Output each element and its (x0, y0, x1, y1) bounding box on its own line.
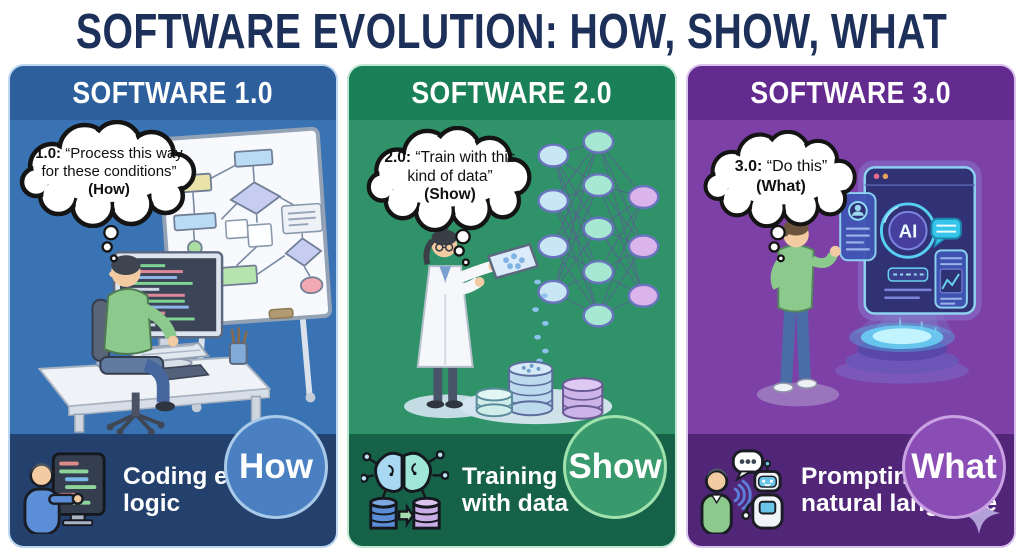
glowing-pedestal (835, 322, 969, 384)
hologram-chat-bubble (930, 217, 962, 249)
keyword-circle-what: What (902, 415, 1006, 519)
thought-trail (453, 228, 471, 267)
sound-waves (733, 479, 752, 511)
cloud-shape (366, 126, 532, 232)
thought-bubble-3-text: 3.0: “Do this” (What) (734, 158, 828, 195)
hologram-side-panel (934, 249, 968, 309)
panel-3-title: SOFTWARE 3.0 (750, 75, 952, 110)
data-tokens (503, 253, 525, 270)
panel-3-body: AI (688, 120, 1014, 519)
data-scientist-person (403, 222, 549, 419)
developer-person (91, 255, 179, 434)
thought-bubble-2-text: 2.0: “Train with this kind of data” (Sho… (384, 148, 516, 204)
panel-3-header: SOFTWARE 3.0 (688, 66, 1014, 120)
flowchart-connectors (192, 164, 311, 277)
thought-bubble-1-text: 1.0: “Process this way for these conditi… (35, 144, 183, 199)
thought-bubble-1: 1.0: “Process this way for these conditi… (18, 120, 200, 263)
thought-trail (101, 224, 119, 263)
neural-network (537, 129, 660, 328)
panel-1-title: SOFTWARE 1.0 (72, 75, 274, 110)
panels-row: SOFTWARE 1.0 (0, 64, 1024, 548)
ai-logo-text: AI (899, 220, 918, 241)
scene-training-illustration (403, 129, 660, 425)
thought-bubble-3: 3.0: “Do this” (What) (702, 130, 860, 263)
thought-bubble-2: 2.0: “Train with this kind of data” (Sho… (365, 126, 535, 267)
panel-software-2: SOFTWARE 2.0 (347, 64, 677, 548)
cloud-shape (19, 120, 197, 228)
person-robot-chat-icon (700, 449, 784, 534)
page-title: SOFTWARE EVOLUTION: HOW, SHOW, WHAT (76, 5, 948, 59)
hologram-profile-card (839, 192, 877, 262)
data-stacks (475, 360, 604, 420)
panel-1-header: SOFTWARE 1.0 (10, 66, 336, 120)
brain-data-icon (361, 450, 449, 530)
panel-software-1: SOFTWARE 1.0 (8, 64, 338, 548)
scene-prompting-illustration: AI (756, 160, 982, 407)
sparkle-icon (957, 491, 1001, 535)
data-stream (532, 279, 549, 364)
keyword-circle-show: Show (563, 415, 667, 519)
title-row: SOFTWARE EVOLUTION: HOW, SHOW, WHAT (0, 0, 1024, 64)
person-coding-icon (23, 452, 106, 534)
thought-trail (768, 225, 786, 263)
panel-1-body: 1.0: “Process this way for these conditi… (10, 120, 336, 519)
panel-2-header: SOFTWARE 2.0 (349, 66, 675, 120)
keyword-circle-how: How (224, 415, 328, 519)
scene-coding-illustration (37, 126, 333, 434)
panel-2-title: SOFTWARE 2.0 (411, 75, 613, 110)
panel-software-3: SOFTWARE 3.0 (686, 64, 1016, 548)
panel-2-body: 2.0: “Train with this kind of data” (Sho… (349, 120, 675, 519)
cloud-shape (703, 130, 857, 228)
